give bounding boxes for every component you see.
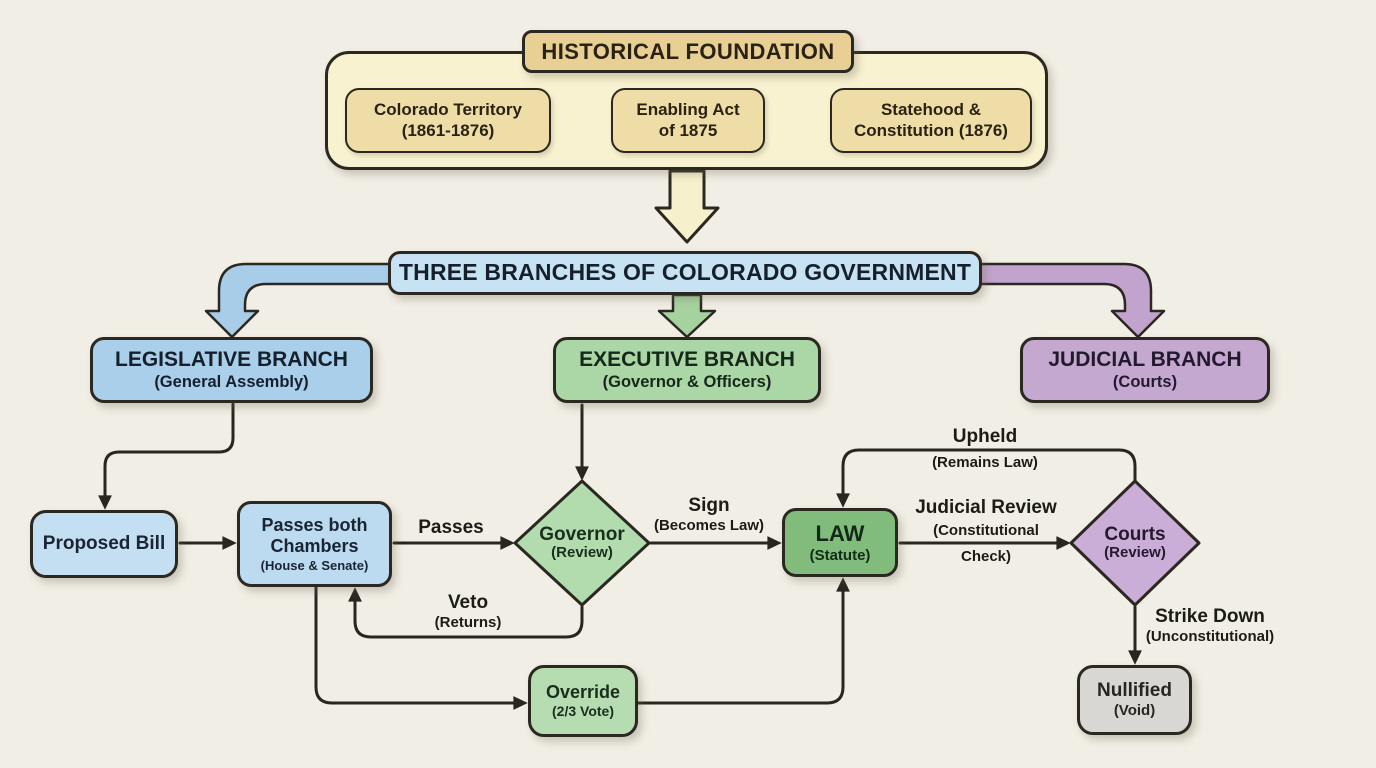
legislative-branch-sub: (General Assembly) [154, 372, 309, 391]
override-label: Override [545, 682, 621, 703]
three-branches-title: THREE BRANCHES OF COLORADO GOVERNMENT [388, 251, 982, 295]
colorado-territory-years: (1861-1876) [401, 120, 495, 140]
governor-diamond-label: Governor (Review) [507, 520, 657, 566]
edge-label-remains-law: (Remains Law) [903, 453, 1067, 473]
block-arrow-down [654, 169, 720, 244]
executive-branch-name: EXECUTIVE BRANCH [579, 347, 795, 371]
node-override: Override (2/3 Vote) [528, 665, 638, 737]
node-statehood-constitution: Statehood & Constitution (1876) [830, 88, 1032, 153]
nullified-sub: (Void) [1113, 702, 1156, 720]
edge-label-unconstitutional: (Unconstitutional) [1132, 627, 1288, 647]
veto-text: Veto [447, 592, 489, 614]
node-passes-both-chambers: Passes both Chambers (House & Senate) [237, 501, 392, 587]
sign-text: Sign [688, 495, 730, 517]
edge-label-check: Check) [898, 547, 1074, 567]
three-branches-title-text: THREE BRANCHES OF COLORADO GOVERNMENT [398, 259, 972, 286]
historical-foundation-title-text: HISTORICAL FOUNDATION [541, 38, 835, 64]
historical-foundation-title: HISTORICAL FOUNDATION [522, 30, 854, 73]
edge-label-sign: Sign (Becomes Law) [638, 492, 780, 538]
veto-sub-text: (Returns) [434, 614, 502, 632]
statehood-year: Constitution (1876) [854, 120, 1008, 140]
governor-diamond [513, 479, 651, 607]
passes-text: Passes [418, 517, 484, 539]
node-judicial-branch: JUDICIAL BRANCH (Courts) [1020, 337, 1270, 403]
executive-branch-sub: (Governor & Officers) [602, 372, 772, 391]
band-arrow-judicial [978, 262, 1166, 339]
courts-diamond [1069, 479, 1201, 607]
law-label: LAW [815, 520, 865, 546]
unconstitutional-text: (Unconstitutional) [1145, 628, 1275, 646]
enabling-act-label: Enabling Act [636, 100, 740, 120]
node-colorado-territory: Colorado Territory (1861-1876) [345, 88, 551, 153]
courts-sub: (Review) [1104, 544, 1166, 562]
upheld-text: Upheld [952, 426, 1018, 448]
edge-governor-veto-to-chambers [348, 587, 584, 639]
judicial-review-text: Judicial Review [915, 497, 1057, 519]
band-arrow-legislative [204, 262, 392, 339]
remains-law-text: (Remains Law) [932, 454, 1038, 472]
statehood-label: Statehood & [880, 100, 982, 120]
governor-sub: (Review) [551, 544, 613, 562]
node-legislative-branch: LEGISLATIVE BRANCH (General Assembly) [90, 337, 373, 403]
edge-label-constitutional: (Constitutional [898, 521, 1074, 541]
band-arrow-executive [657, 293, 717, 339]
edge-label-veto: Veto (Returns) [408, 590, 528, 634]
chambers-sub: (House & Senate) [260, 557, 369, 573]
constitutional-text: (Constitutional [933, 522, 1039, 540]
law-sub: (Statute) [809, 546, 871, 564]
colorado-territory-label: Colorado Territory [374, 100, 522, 120]
chambers-line2: Chambers [270, 536, 359, 557]
strike-down-text: Strike Down [1155, 606, 1265, 628]
proposed-bill-label: Proposed Bill [42, 532, 166, 554]
edge-courts-upheld-to-law [836, 448, 1137, 508]
legislative-branch-name: LEGISLATIVE BRANCH [115, 347, 348, 371]
node-executive-branch: EXECUTIVE BRANCH (Governor & Officers) [553, 337, 821, 403]
judicial-branch-sub: (Courts) [1112, 372, 1178, 391]
node-enabling-act: Enabling Act of 1875 [611, 88, 765, 153]
node-nullified: Nullified (Void) [1077, 665, 1192, 735]
judicial-branch-name: JUDICIAL BRANCH [1048, 347, 1242, 371]
governor-label: Governor [539, 523, 625, 545]
edge-chambers-to-override [314, 585, 528, 710]
chambers-line1: Passes both [261, 515, 368, 536]
nullified-label: Nullified [1097, 679, 1172, 701]
sign-sub-text: (Becomes Law) [653, 517, 765, 535]
node-law-statute: LAW (Statute) [782, 508, 898, 577]
edge-override-to-law [636, 577, 850, 705]
edge-label-judicial-review: Judicial Review [898, 495, 1074, 521]
courts-diamond-label: Courts (Review) [1070, 520, 1200, 566]
override-sub: (2/3 Vote) [552, 703, 614, 720]
edge-label-passes: Passes [412, 515, 490, 541]
check-text: Check) [960, 548, 1012, 566]
edge-label-strike-down: Strike Down [1139, 604, 1281, 630]
enabling-act-year: of 1875 [658, 120, 718, 140]
edge-label-upheld: Upheld [918, 424, 1052, 450]
courts-label: Courts [1104, 523, 1166, 545]
edge-legislative-to-bill [98, 402, 235, 510]
node-proposed-bill: Proposed Bill [30, 510, 178, 578]
